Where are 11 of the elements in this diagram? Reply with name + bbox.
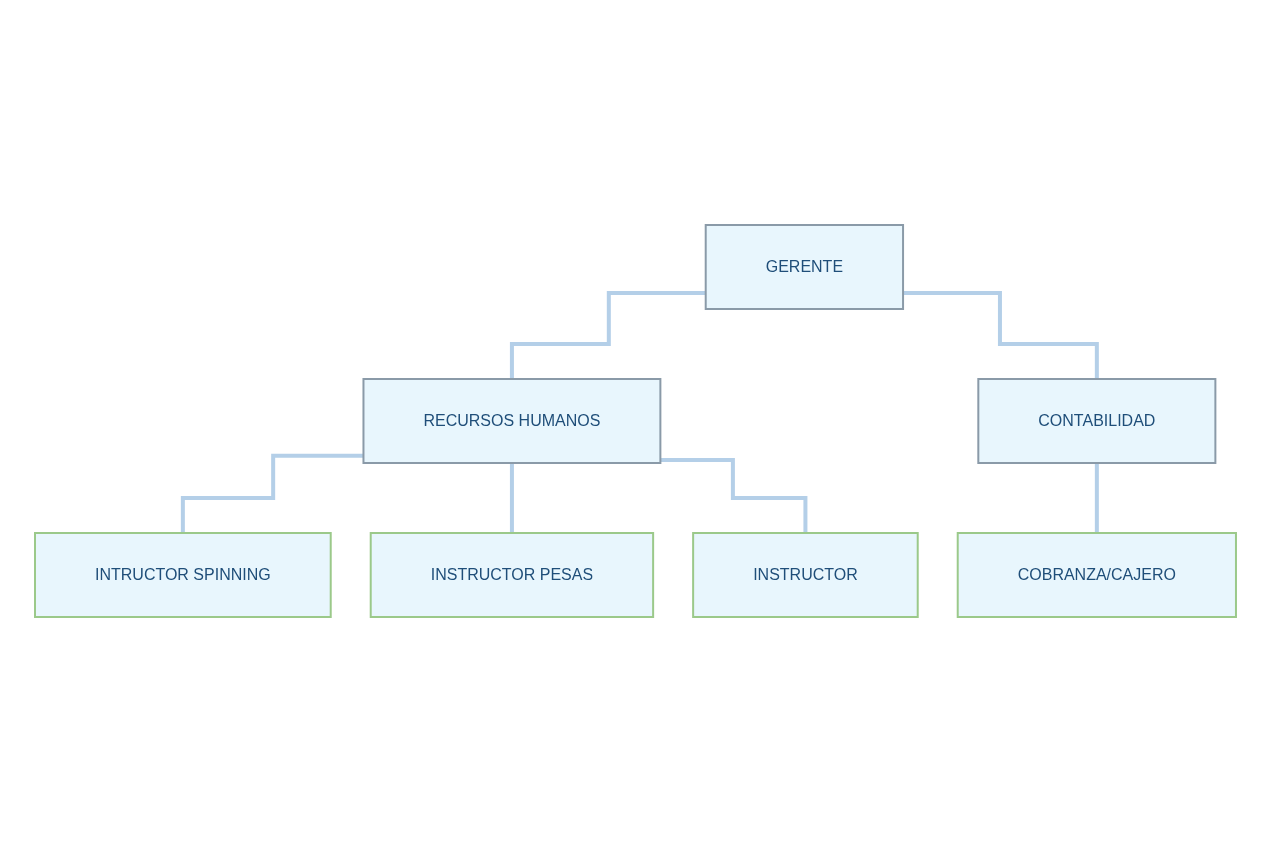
node-box: INTRUCTOR SPINNING (33, 532, 332, 618)
connector (509, 291, 706, 381)
node-box: CONTABILIDAD (976, 378, 1216, 464)
node-box: INSTRUCTOR PESAS (369, 532, 654, 618)
node-box: INSTRUCTOR (691, 532, 919, 618)
node-box: GERENTE (704, 224, 904, 310)
connector (180, 453, 363, 535)
connector (902, 291, 1099, 381)
connector (659, 457, 807, 535)
node-box: RECURSOS HUMANOS (362, 378, 661, 464)
node-box: COBRANZA/CAJERO (956, 532, 1237, 618)
